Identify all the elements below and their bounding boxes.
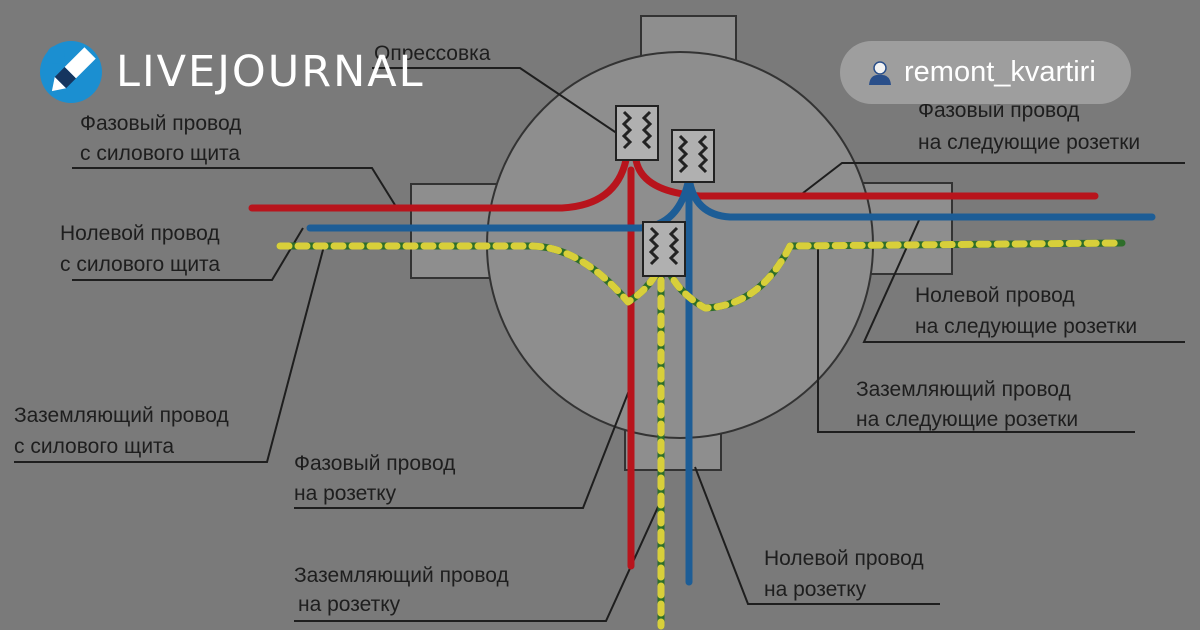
label-phase-socket-line1: Фазовый провод [294,452,455,475]
label-neutral-next-line2: на следующие розетки [915,315,1137,338]
label-ground-next-line1: Заземляющий провод [856,378,1071,401]
label-phase-in-line2: с силового щита [80,142,240,165]
leader-phase-next [802,162,1185,194]
wire-group [248,146,1156,630]
livejournal-brand[interactable]: LIVEJOURNAL [40,40,425,104]
label-neutral-next-line1: Нолевой провод [915,284,1075,307]
label-phase-socket-line2: на розетку [294,482,397,505]
label-neutral-in-line1: Нолевой провод [60,222,220,245]
label-neutral-socket-line1: Нолевой провод [764,547,924,570]
leader-ground-next [817,246,1135,433]
label-ground-socket-line2: на розетку [298,593,401,616]
leader-phase-socket [294,387,631,509]
leader-neutral-socket [694,466,940,605]
leader-crimp [372,67,628,141]
label-crimp: Опрессовка [374,42,491,65]
user-icon [869,60,891,85]
leader-neutral-next [862,217,1185,343]
label-phase-next-line1: Фазовый провод [918,99,1079,122]
label-ground-in-line1: Заземляющий провод [14,404,229,427]
leader-ground-in [14,245,325,463]
crimp-sleeves [615,105,715,277]
label-neutral-socket-line2: на розетку [764,578,867,601]
livejournal-pencil-icon [40,41,102,103]
leader-phase-in [72,167,396,206]
leader-ground-socket [294,495,664,622]
diagram-labels: Опрессовка Фазовый провод с силового щит… [14,42,1140,616]
brand-name: LIVEJOURNAL [116,47,425,97]
neutral-wire [306,146,1156,586]
user-badge[interactable]: remont_kvartiri [840,41,1131,104]
leader-lines [14,67,1185,622]
username: remont_kvartiri [904,56,1096,88]
label-neutral-in-line2: с силового щита [60,253,220,276]
label-phase-in-line1: Фазовый провод [80,112,241,135]
label-ground-in-line2: с силового щита [14,435,174,458]
crimp-sleeve-ground [642,221,686,277]
crimp-sleeve-neutral [671,129,715,183]
label-phase-next-line2: на следующие розетки [918,131,1140,154]
label-ground-next-line2: на следующие розетки [856,408,1078,431]
label-ground-socket-line1: Заземляющий провод [294,564,509,587]
crimp-sleeve-phase [615,105,659,161]
